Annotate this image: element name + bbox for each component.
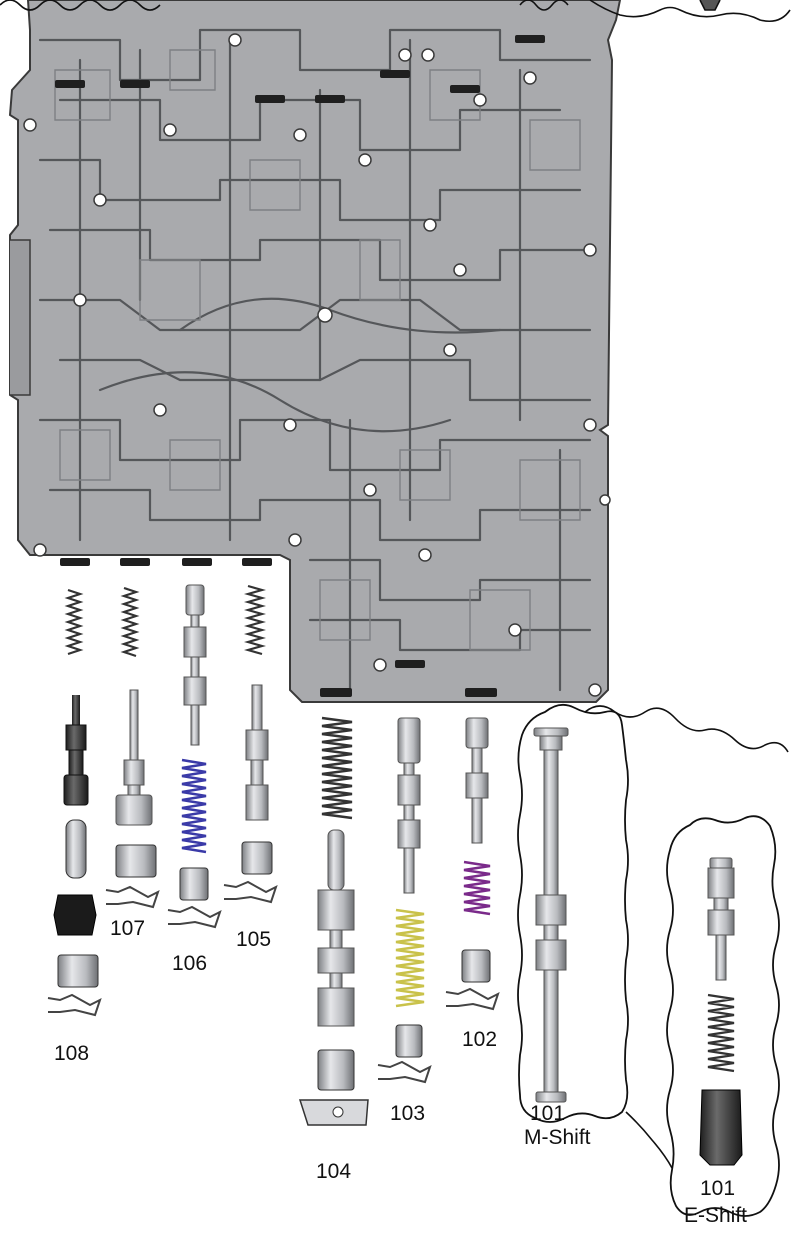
top-group-outline [0, 0, 791, 23]
valve-stem-104 [327, 829, 345, 891]
valve-101-e-shift [709, 857, 733, 869]
retainer-clip-102 [445, 987, 500, 1011]
label-107: 107 [110, 917, 145, 940]
part-group-106 [167, 584, 222, 929]
part-group-105 [223, 584, 278, 904]
valve-stem-108 [72, 695, 80, 725]
retainer-clip-108 [47, 993, 102, 1017]
spring-105 [243, 584, 267, 656]
part-group-101-e-shift [666, 815, 780, 1217]
label-108: 108 [54, 1042, 89, 1065]
retainer-clip-107 [105, 885, 160, 909]
spring-106-blue [181, 758, 207, 854]
label-105: 105 [236, 928, 271, 951]
valve-101-m-shift [533, 727, 569, 737]
sleeve-108 [57, 954, 99, 988]
valve-stem-105 [251, 684, 263, 731]
label-102: 102 [462, 1028, 497, 1051]
part-group-108 [47, 588, 102, 1017]
part-group-101-m-shift [517, 703, 629, 1123]
label-106: 106 [172, 952, 207, 975]
label-101-m-shift: M-Shift [524, 1126, 591, 1149]
spring-108 [64, 588, 84, 656]
label-101-e-num: 101 [700, 1177, 735, 1200]
spring-101-e-shift [707, 993, 735, 1073]
connector-outline-lower [625, 1111, 673, 1169]
sleeve-104 [317, 1049, 355, 1091]
plug-108 [65, 819, 87, 879]
outline-101-m-shift [517, 703, 629, 1123]
label-103: 103 [390, 1102, 425, 1125]
label-104: 104 [316, 1160, 351, 1183]
bushing-101-e-shift [699, 1089, 743, 1166]
spring-102-purple [463, 860, 491, 916]
part-group-104 [298, 716, 369, 1126]
sleeve-106 [179, 867, 209, 901]
spring-104 [321, 716, 353, 820]
valve-103 [397, 717, 421, 764]
connector-outline [584, 705, 789, 753]
retainer-clip-105 [223, 880, 278, 904]
valve-stem-107 [129, 689, 139, 761]
spring-103-yellow [395, 908, 425, 1008]
part-group-107 [105, 586, 160, 909]
bushing-108 [53, 894, 97, 936]
valve-106 [185, 584, 205, 616]
label-101-e-shift: E-Shift [684, 1204, 747, 1227]
retainer-clip-106 [167, 905, 222, 929]
spring-107 [120, 586, 140, 658]
valve-body-plate [8, 0, 622, 703]
part-group-103 [377, 717, 432, 1084]
sleeve-107 [115, 844, 157, 878]
sleeve-103 [395, 1024, 423, 1058]
part-group-102 [445, 717, 500, 1011]
sleeve-105 [241, 841, 273, 875]
outline-101-e-shift [666, 815, 780, 1217]
sleeve-102 [461, 949, 491, 983]
retainer-clip-103 [377, 1060, 432, 1084]
valve-102 [465, 717, 489, 749]
label-101-m-num: 101 [530, 1102, 565, 1125]
